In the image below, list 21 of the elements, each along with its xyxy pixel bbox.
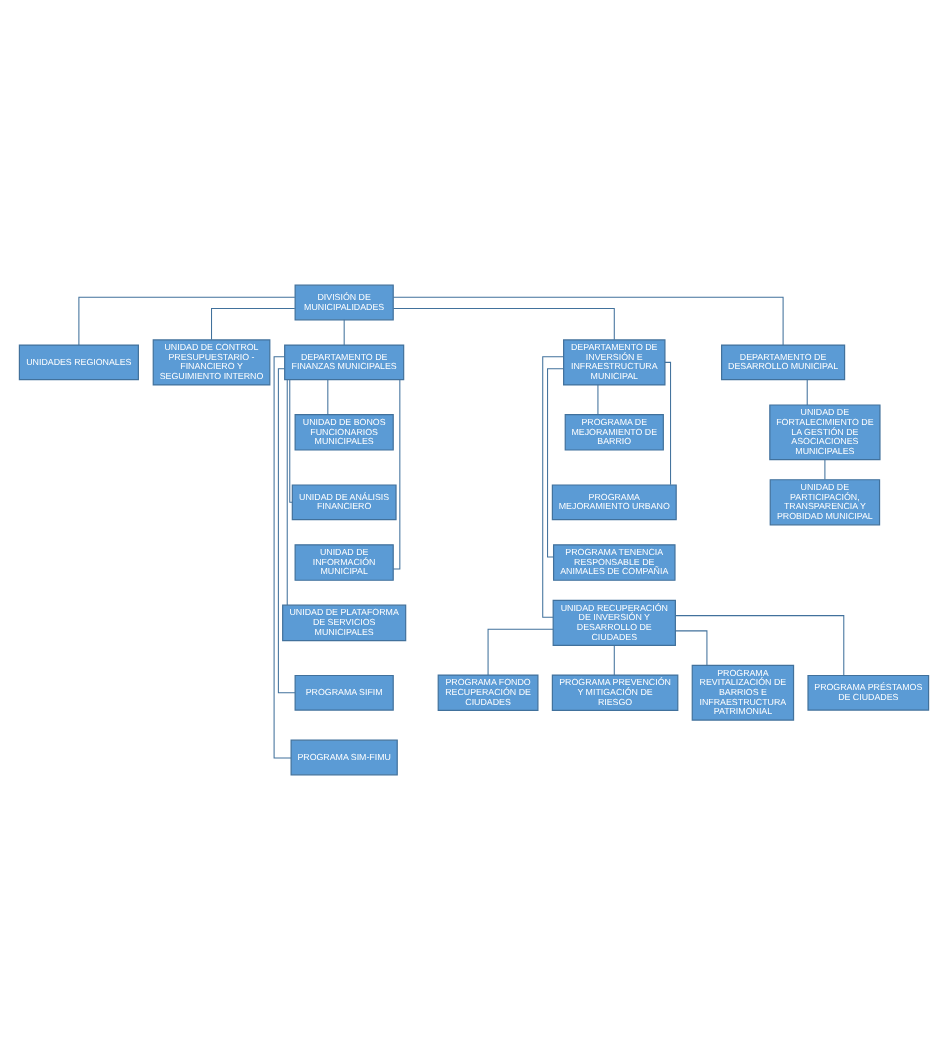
connector: [289, 378, 293, 502]
connector: [273, 355, 292, 758]
connector: [286, 378, 288, 605]
connector: [392, 295, 784, 345]
connector: [675, 629, 708, 665]
connector: [597, 383, 599, 415]
connector: [674, 614, 845, 675]
connector: [824, 458, 826, 480]
connector: [392, 378, 401, 569]
connector: [277, 367, 296, 693]
connector: [343, 318, 345, 345]
connector: [806, 378, 808, 405]
connector: [613, 643, 615, 675]
connector: [487, 627, 554, 675]
connector: [211, 307, 296, 340]
connector: [78, 295, 296, 345]
connector: [327, 378, 329, 415]
connector: [392, 307, 615, 340]
connector: [547, 367, 564, 557]
connector: [664, 360, 672, 485]
connector: [542, 355, 564, 617]
